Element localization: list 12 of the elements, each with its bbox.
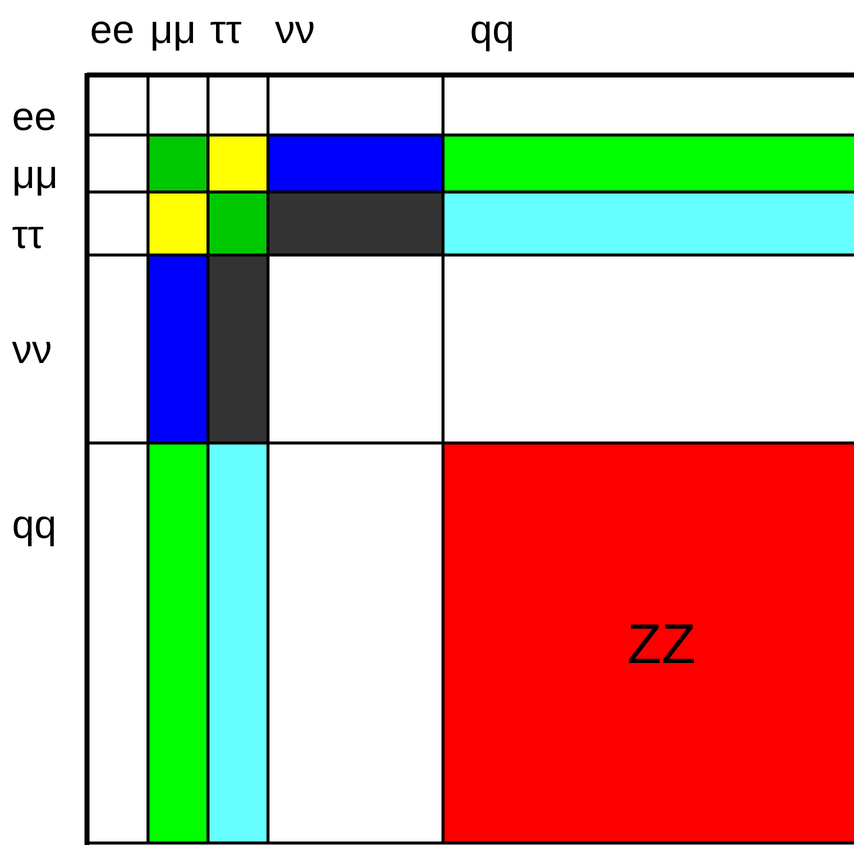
header-label: νν [275, 10, 315, 50]
header-label: qq [12, 505, 56, 545]
header-label: ee [90, 10, 134, 50]
header-label: ee [12, 97, 56, 137]
header-label: μμ [150, 10, 196, 50]
cell-text: ZZ [627, 610, 696, 676]
header-label: μμ [12, 155, 58, 195]
result-cell [443, 443, 854, 843]
header-label: qq [470, 10, 514, 50]
header-label: ττ [12, 215, 44, 255]
header-label: νν [12, 330, 52, 370]
header-label: ττ [210, 10, 242, 50]
